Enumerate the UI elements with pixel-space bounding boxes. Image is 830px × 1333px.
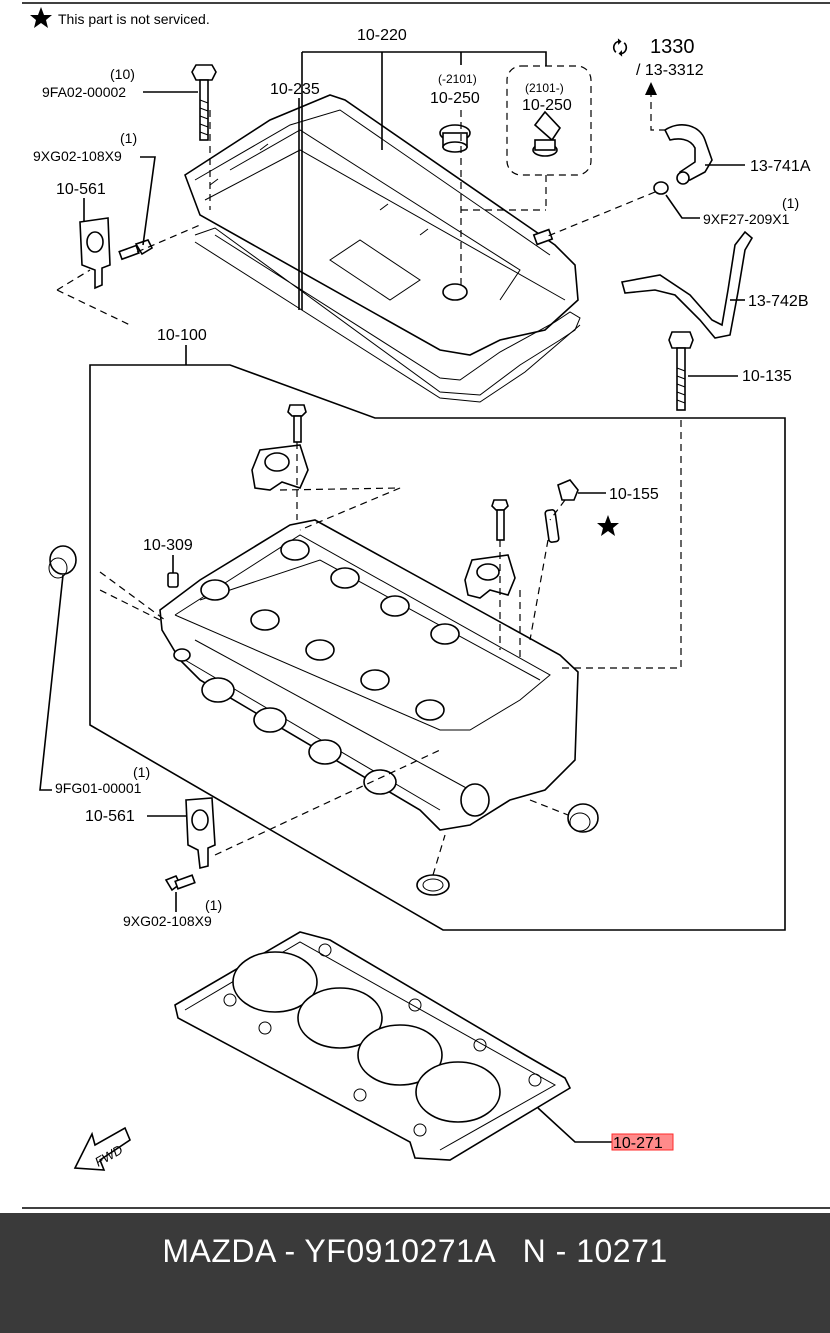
label-10-250a: 10-250 [430,90,480,107]
label-9fa02: 9FA02-00002 [42,84,126,100]
seal-bottom [416,874,450,896]
bolt-10135 [668,331,694,411]
label-10-100: 10-100 [157,327,207,344]
label-9xg02-top: 9XG02-108X9 [33,148,122,164]
cam-cap-right [464,554,516,599]
star-icon-pin [597,515,619,536]
legend: This part is not serviced. [30,7,210,28]
label-9xg02-bottom-qty: (1) [205,897,222,913]
label-10-155: 10-155 [609,486,659,503]
seal-right [567,803,599,833]
label-10-309: 10-309 [143,537,193,554]
label-10-220: 10-220 [357,27,407,44]
cap-bolt-left [287,404,307,443]
bracket-10561-bottom [185,797,216,869]
cam-cap-left [251,444,309,491]
bracket-10561-top [79,217,111,290]
hose-symbol-icon: 🗘 [612,38,628,58]
label-13-741a: 13-741A [750,158,811,175]
dowel-10309 [167,572,179,588]
seal-10155 [557,479,579,501]
bolt-9fa02 [191,64,217,141]
label-9xg02-top-qty: (1) [120,130,137,146]
label-9fa02-qty: (10) [110,66,135,82]
engine-parts-diagram: This part is not serviced. [22,2,830,1209]
plug-9fg01 [48,545,77,579]
hose-13742b [620,230,754,339]
label-10-271: 10-271 [613,1135,663,1152]
label-9fg01-qty: (1) [133,764,150,780]
leader-lines [39,51,745,1143]
label-10-561-bottom: 10-561 [85,808,135,825]
bolt-9xg02-bottom [164,874,196,892]
label-10-250b: 10-250 [522,97,572,114]
pin-star [544,509,560,543]
cap-b-dashed-box [506,65,592,176]
label-10-235: 10-235 [270,81,320,98]
head-gasket [174,931,572,1161]
oil-filler-cap-a [439,124,471,153]
part-number-caption: MAZDA - YF0910271A N - 10271 [162,1233,668,1269]
label-9fg01: 9FG01-00001 [55,780,142,796]
highlight-box [611,1133,674,1151]
label-1330: 1330 [650,36,695,58]
clamp-9xf27 [653,181,669,195]
label-10-135: 10-135 [742,368,792,385]
label-9xf27: 9XF27-209X1 [703,211,790,227]
label-2101a: (-2101) [438,72,477,86]
fwd-arrow: FWD [73,1126,131,1171]
cylinder-head [159,519,579,831]
nipple [532,228,554,246]
star-note: This part is not serviced. [58,11,210,27]
cap-bolt-right [491,499,509,541]
label-13-3312: / 13-3312 [636,62,704,79]
label-9xg02-bottom: 9XG02-108X9 [123,913,212,929]
label-9xf27-qty: (1) [782,195,799,211]
valve-cover [184,94,581,403]
label-2101b: (2101-) [525,81,564,95]
cylinder-head-outline [89,364,786,931]
bolt-9xg02-top [118,239,154,261]
label-10-561-top: 10-561 [56,181,106,198]
hose-13741a [663,124,713,185]
star-icon [30,7,52,28]
callout-labels: 10-220 (10) 9FA02-00002 10-235 (-2101) 1… [33,27,811,1152]
oil-filler-cap-b [532,110,562,157]
label-13-742b: 13-742B [748,293,809,310]
footer-bar: MAZDA - YF0910271A N - 10271 [0,1213,830,1333]
